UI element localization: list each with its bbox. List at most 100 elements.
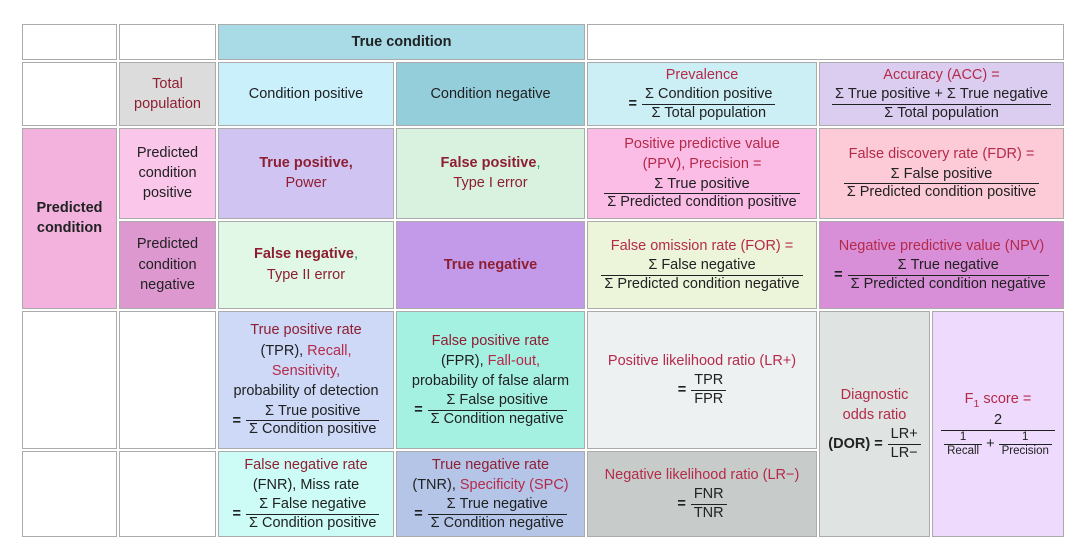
true-positive-link[interactable]: True positive <box>259 154 349 171</box>
cell-tnr: True negative rate (TNR),Specificity (SP… <box>396 450 585 537</box>
ppv-link-line1[interactable]: Positive predictive value <box>624 136 780 153</box>
cell-false-positive: False positive, Type I error <box>396 127 585 219</box>
false-negative-link[interactable]: False negative <box>254 246 354 263</box>
fraction-numerator: Σ False positive <box>427 392 567 412</box>
cell-fpr: False positive rate (FPR),Fall-out, prob… <box>396 310 585 449</box>
fraction-denominator: Σ Condition negative <box>430 411 564 428</box>
accuracy-link[interactable]: Accuracy (ACC) = <box>883 67 1000 83</box>
ppv-link-line2[interactable]: (PPV), Precision = <box>642 156 762 173</box>
fnr-link[interactable]: False negative rate <box>244 456 368 473</box>
equals-sign: = <box>414 506 423 523</box>
header-predicted-condition-negative: Predicted condition negative <box>119 220 216 309</box>
true-negative-link[interactable]: True negative <box>443 256 538 273</box>
fraction-numerator: Σ False positive <box>843 166 1040 185</box>
false-positive-link[interactable]: False positive <box>440 154 537 171</box>
equals-sign: = <box>677 382 687 399</box>
npv-fraction: Σ True negative Σ Predicted condition ne… <box>847 257 1049 293</box>
power-link[interactable]: Power <box>285 175 327 192</box>
fraction-denominator: Σ Predicted condition negative <box>850 275 1046 292</box>
fraction-denominator: Σ Condition positive <box>249 421 377 438</box>
prevalence-formula: = Σ Condition positive Σ Total populatio… <box>591 86 813 122</box>
predicted-condition-label: Predicted condition <box>36 199 103 237</box>
dor-link-line2[interactable]: odds ratio <box>842 406 907 423</box>
cell-accuracy: Accuracy (ACC) = Σ True positive + Σ Tru… <box>819 62 1064 126</box>
equals-sign: = <box>628 96 637 113</box>
fraction-numerator: Σ False negative <box>601 257 803 276</box>
dor-link-line1[interactable]: Diagnostic <box>840 386 909 403</box>
fraction-numerator: TPR <box>691 372 727 391</box>
header-total-population: Total population <box>119 62 216 126</box>
prevalence-link[interactable]: Prevalence <box>665 67 739 83</box>
tpr-abbrev: (TPR), <box>260 342 304 359</box>
ppv-fraction: Σ True positive Σ Predicted condition po… <box>604 176 800 212</box>
comma: , <box>348 154 353 171</box>
fraction-numerator: Σ True positive + Σ True negative <box>831 86 1052 105</box>
tnr-abbrev: (TNR), <box>412 476 456 493</box>
fraction-numerator: LR+ <box>887 426 921 445</box>
equals-sign: = <box>232 506 241 523</box>
spacer-cell <box>119 450 216 537</box>
tpr-formula: = Σ True positive Σ Condition positive <box>222 403 390 439</box>
fpr-fraction: Σ False positive Σ Condition negative <box>427 392 567 428</box>
dor-formula: (DOR) = LR+ LR− <box>823 426 926 462</box>
fraction-denominator: Σ Condition positive <box>249 514 377 531</box>
lr-minus-link[interactable]: Negative likelihood ratio (LR−) <box>604 466 800 483</box>
dor-abbrev: (DOR) = <box>828 436 883 453</box>
confusion-matrix-table: True condition Total population Conditio… <box>20 22 1066 539</box>
spacer-cell <box>119 310 216 449</box>
tpr-link[interactable]: True positive rate <box>250 322 362 339</box>
fraction-denominator: LR− <box>890 444 918 461</box>
fraction-numerator: Σ True negative <box>427 496 567 515</box>
cell-false-negative: False negative, Type II error <box>218 220 394 309</box>
tpr-desc: probability of detection <box>233 383 379 400</box>
fraction-denominator: Σ Condition negative <box>430 514 564 531</box>
cell-fdr: False discovery rate (FDR) = Σ False pos… <box>819 127 1064 219</box>
header-predicted-condition: Predicted condition <box>22 127 117 309</box>
for-link[interactable]: False omission rate (FOR) = <box>610 237 794 254</box>
recall-link[interactable]: Recall, <box>307 342 352 359</box>
plus-sign: + <box>986 435 995 452</box>
cell-lr-plus: Positive likelihood ratio (LR+) = TPR FP… <box>587 310 817 449</box>
cell-fnr: False negative rate (FNR), Miss rate = Σ… <box>218 450 394 537</box>
fraction-denominator: 1 Recall + 1 Precision <box>941 431 1055 458</box>
spacer-cell <box>22 62 117 126</box>
type-ii-error-link[interactable]: Type II error <box>266 266 346 283</box>
spacer-cell <box>22 310 117 449</box>
cell-for: False omission rate (FOR) = Σ False nega… <box>587 220 817 309</box>
specificity-link[interactable]: Specificity (SPC) <box>459 476 569 493</box>
fpr-desc: probability of false alarm <box>411 373 570 390</box>
fall-out-link[interactable]: Fall-out, <box>487 352 541 369</box>
fdr-link[interactable]: False discovery rate (FDR) = <box>848 146 1035 163</box>
f1-formula: 2 1 Recall + 1 Precision <box>936 412 1060 458</box>
cell-true-negative: True negative <box>396 220 585 309</box>
fnr-formula: = Σ False negative Σ Condition positive <box>222 496 390 532</box>
sensitivity-link[interactable]: Sensitivity, <box>271 362 341 379</box>
fnr-abbrev: (FNR), Miss rate <box>252 476 360 493</box>
ppv-formula: Σ True positive Σ Predicted condition po… <box>591 176 813 212</box>
fraction-numerator: Σ True positive <box>604 176 800 195</box>
fpr-link[interactable]: False positive rate <box>431 332 550 349</box>
fpr-abbrev: (FPR), <box>440 352 484 369</box>
type-i-error-link[interactable]: Type I error <box>453 175 528 192</box>
fraction-numerator: Σ Condition positive <box>642 86 776 105</box>
spacer-cell <box>22 450 117 537</box>
spacer-cell <box>22 24 117 60</box>
fraction-denominator: Σ Total population <box>884 104 999 121</box>
prevalence-fraction: Σ Condition positive Σ Total population <box>642 86 776 122</box>
for-formula: Σ False negative Σ Predicted condition n… <box>591 257 813 293</box>
npv-link[interactable]: Negative predictive value (NPV) <box>838 237 1045 254</box>
fraction-denominator: Σ Predicted condition negative <box>604 275 800 292</box>
fraction-numerator: Σ False negative <box>246 496 380 515</box>
total-population-link[interactable]: Total population <box>134 75 201 112</box>
lr-plus-formula: = TPR FPR <box>591 372 813 408</box>
lr-plus-fraction: TPR FPR <box>691 372 727 408</box>
comma: , <box>536 154 541 171</box>
tnr-formula: = Σ True negative Σ Condition negative <box>400 496 581 532</box>
equals-sign: = <box>414 402 423 419</box>
cell-tpr: True positive rate (TPR),Recall, Sensiti… <box>218 310 394 449</box>
lr-plus-link[interactable]: Positive likelihood ratio (LR+) <box>607 352 797 369</box>
tnr-link[interactable]: True negative rate <box>431 456 550 473</box>
